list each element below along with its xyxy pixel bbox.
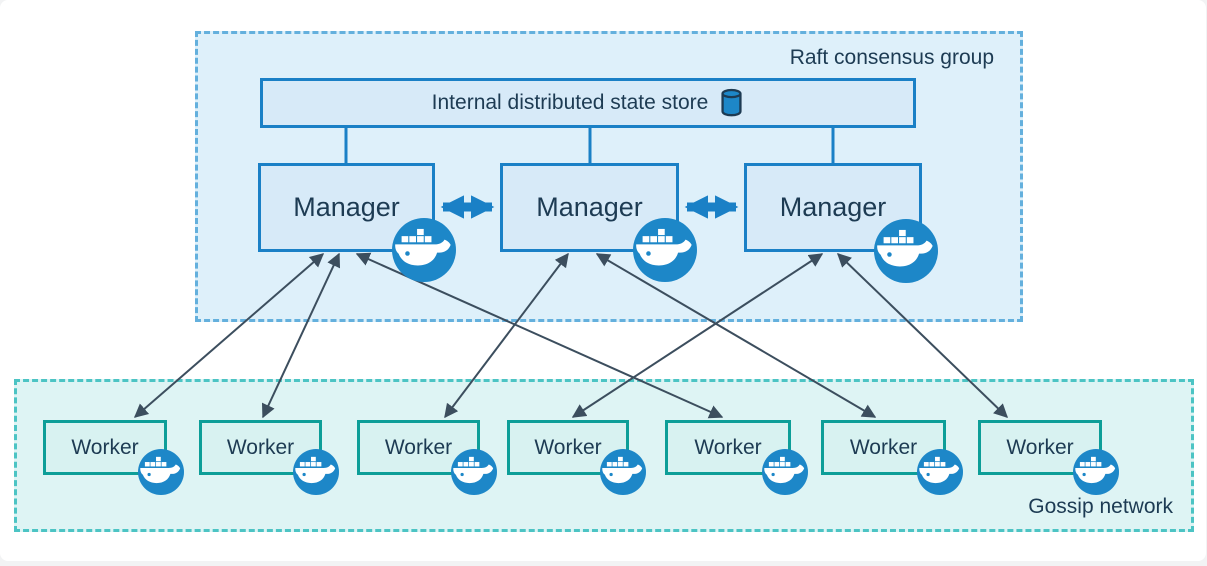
state-store-box: Internal distributed state store xyxy=(260,78,916,128)
worker-label: Worker xyxy=(71,435,139,459)
gossip-network-label: Gossip network xyxy=(1028,495,1173,518)
worker-label: Worker xyxy=(534,435,602,459)
worker-label: Worker xyxy=(1006,435,1074,459)
manager-label: Manager xyxy=(536,192,643,222)
worker-label: Worker xyxy=(849,435,918,459)
worker-node-1: Worker xyxy=(43,420,167,475)
manager-label: Manager xyxy=(779,192,887,222)
database-cylinder-icon xyxy=(721,88,742,116)
state-store-label: Internal distributed state store xyxy=(431,91,709,114)
worker-label: Worker xyxy=(226,435,295,459)
raft-group-label: Raft consensus group xyxy=(789,46,994,69)
worker-label: Worker xyxy=(694,435,762,459)
worker-node-4: Worker xyxy=(507,420,629,475)
manager-node-2: Manager xyxy=(500,163,679,252)
worker-node-6: Worker xyxy=(821,420,946,475)
worker-node-7: Worker xyxy=(978,420,1102,475)
worker-node-3: Worker xyxy=(357,420,480,475)
worker-label: Worker xyxy=(384,435,453,459)
worker-node-5: Worker xyxy=(665,420,791,475)
worker-node-2: Worker xyxy=(199,420,322,475)
manager-node-1: Manager xyxy=(258,163,435,252)
manager-label: Manager xyxy=(293,192,400,222)
manager-node-3: Manager xyxy=(744,163,922,252)
